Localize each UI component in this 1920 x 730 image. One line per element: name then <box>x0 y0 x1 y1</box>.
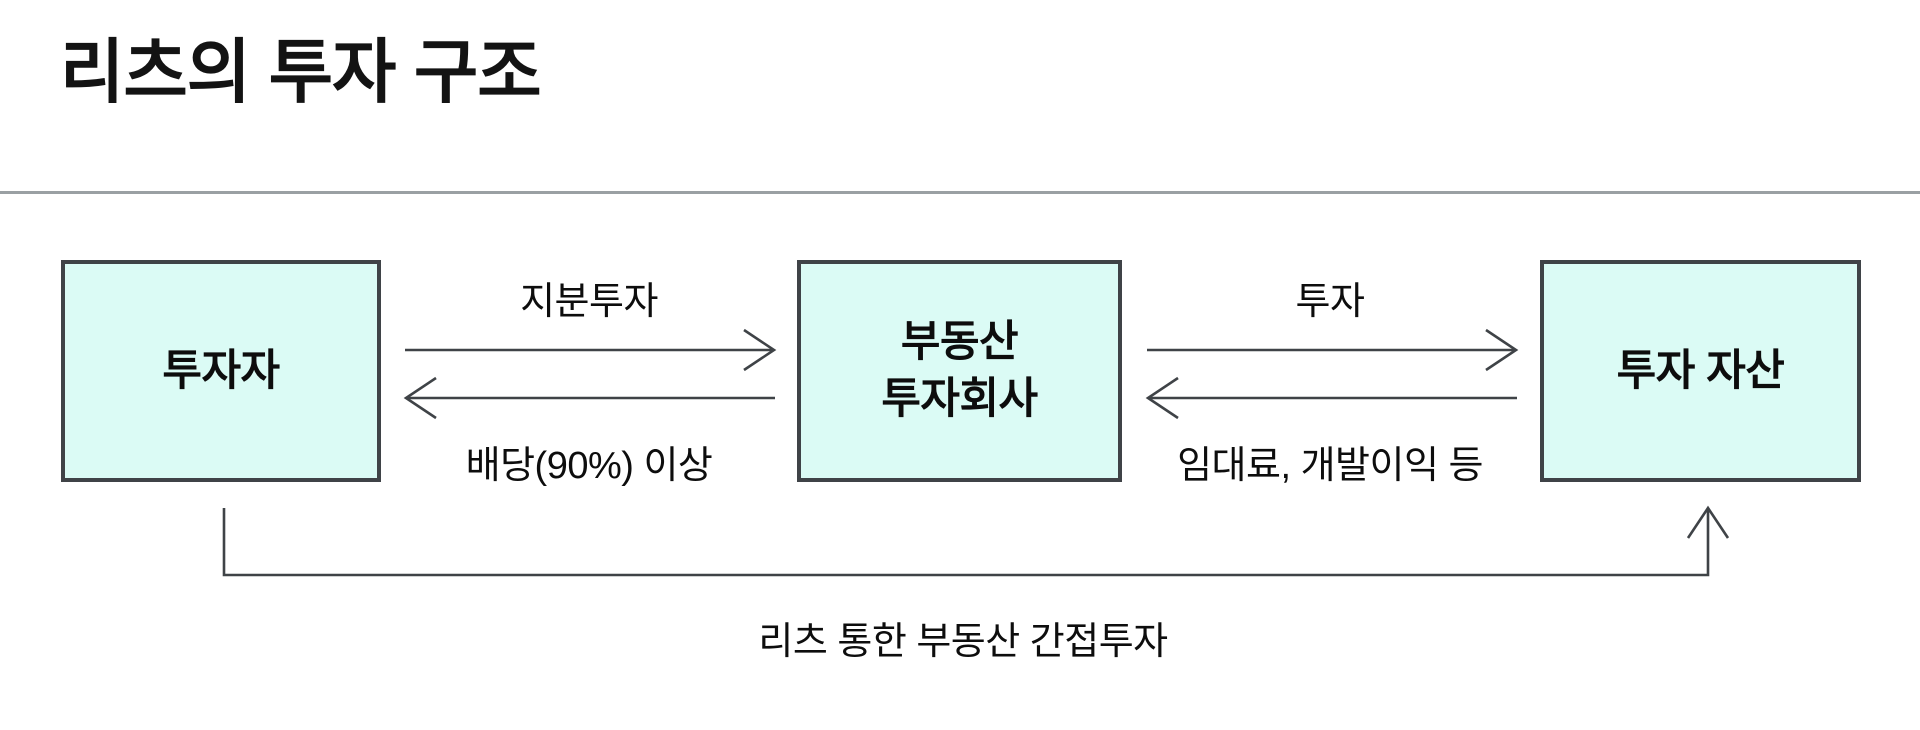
node-assets: 투자 자산 <box>1540 260 1861 482</box>
edge-label-rent: 임대료, 개발이익 등 <box>1177 445 1483 487</box>
arrow-rent <box>1145 376 1517 420</box>
arrow-dividend <box>403 376 775 420</box>
arrowhead-right-icon <box>743 328 777 372</box>
edge-label-equity: 지분투자 <box>520 281 658 323</box>
arrowhead-left-icon <box>403 376 437 420</box>
node-reit-company: 부동산 투자회사 <box>797 260 1122 482</box>
node-investor: 투자자 <box>61 260 381 482</box>
node-reit-company-label: 부동산 투자회사 <box>881 318 1038 423</box>
arrow-invest <box>1147 328 1519 372</box>
arrow-indirect <box>222 505 1730 577</box>
node-assets-label: 투자 자산 <box>1616 346 1785 395</box>
arrowhead-up-icon <box>1686 505 1730 539</box>
arrow-equity <box>405 328 777 372</box>
header-divider <box>0 191 1920 194</box>
arrowhead-right-icon <box>1485 328 1519 372</box>
arrow-line <box>222 508 1710 577</box>
node-investor-label: 투자자 <box>162 346 280 395</box>
edge-label-dividend: 배당(90%) 이상 <box>465 445 713 487</box>
arrowhead-left-icon <box>1145 376 1179 420</box>
edge-label-indirect: 리츠 통한 부동산 간접투자 <box>758 621 1168 663</box>
edge-label-invest: 투자 <box>1295 281 1365 323</box>
page-title: 리츠의 투자 구조 <box>60 33 542 111</box>
